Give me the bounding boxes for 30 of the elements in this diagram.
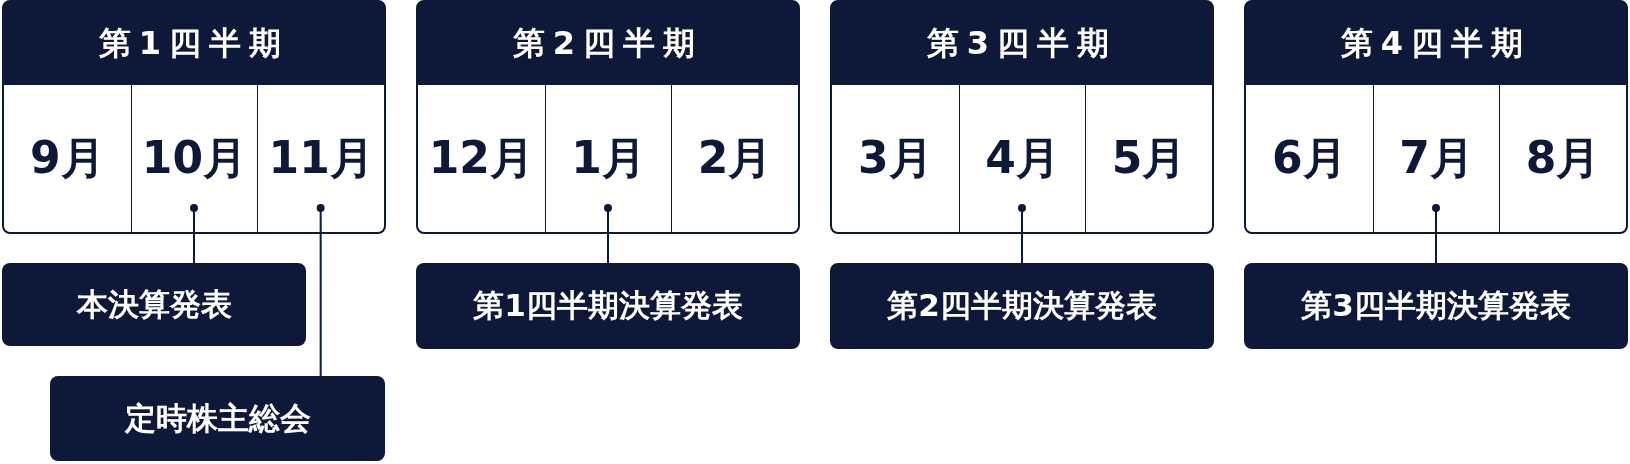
month-cell: 9月: [4, 85, 131, 232]
quarter-header: 第1四半期: [97, 22, 291, 64]
event-label-box: 定時株主総会: [50, 376, 385, 461]
quarter-header: 第2四半期: [511, 22, 705, 64]
leader-line: [316, 204, 325, 377]
month-cell: 8月: [1499, 85, 1626, 232]
month-cell: 11月: [257, 85, 384, 232]
leader-line: [604, 204, 612, 264]
quarter-panel: [830, 0, 1214, 234]
month-cell: 5月: [1085, 85, 1212, 232]
event-label-box: 第1四半期決算発表: [416, 263, 800, 349]
month-cell: 1月: [544, 85, 672, 232]
quarter-panel: [416, 0, 800, 234]
month-cell: 7月: [1372, 85, 1500, 232]
leader-line: [190, 204, 198, 264]
month-cell: 3月: [832, 85, 959, 232]
quarter-header: 第3四半期: [925, 22, 1119, 64]
event-label-box: 本決算発表: [2, 263, 306, 346]
leader-line: [1018, 204, 1026, 264]
month-cell: 6月: [1246, 85, 1373, 232]
quarter-panel: [1244, 0, 1628, 234]
event-label-box: 第2四半期決算発表: [830, 263, 1214, 349]
month-cell: 10月: [130, 85, 258, 232]
event-label-box: 第3四半期決算発表: [1244, 263, 1628, 349]
leader-line: [1432, 204, 1440, 264]
month-cell: 12月: [418, 85, 545, 232]
month-cell: 4月: [958, 85, 1086, 232]
month-cell: 2月: [671, 85, 798, 232]
quarter-panel: [2, 0, 386, 234]
quarter-header: 第4四半期: [1339, 22, 1533, 64]
